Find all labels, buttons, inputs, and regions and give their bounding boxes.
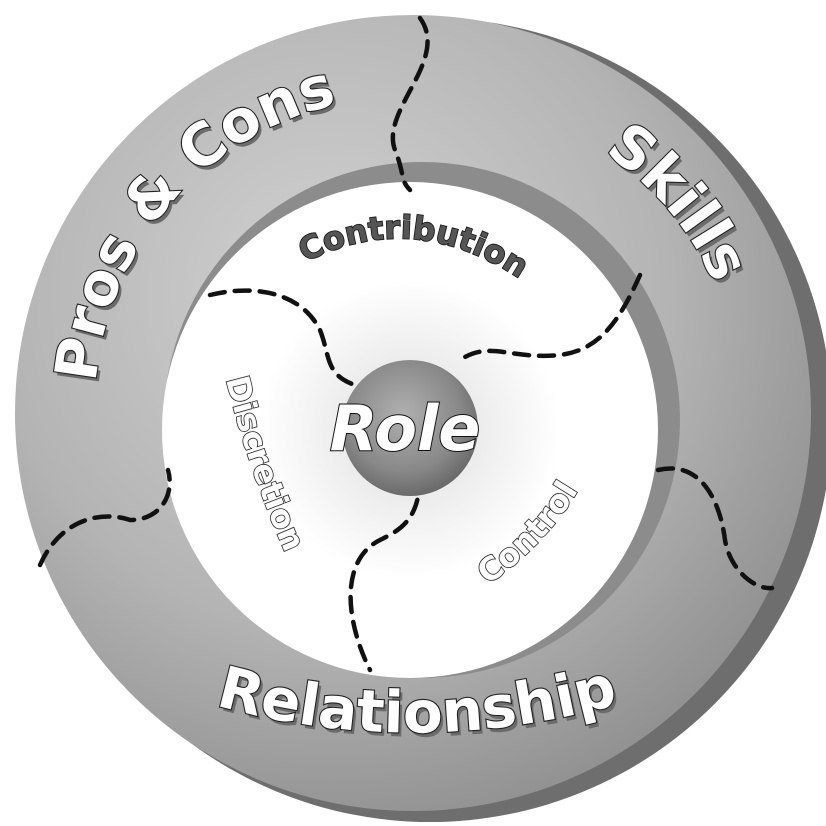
center-label: Role [330, 392, 481, 465]
